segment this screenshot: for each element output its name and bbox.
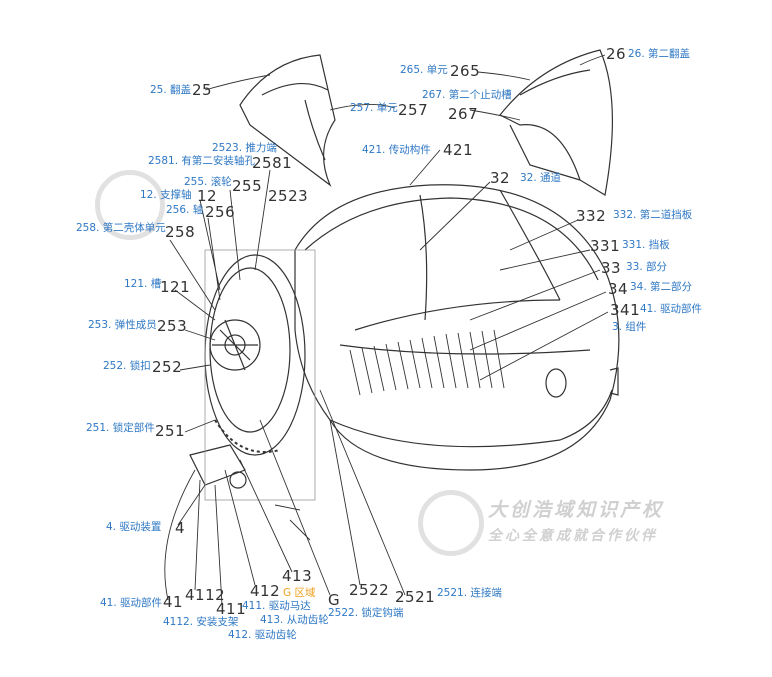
num-341: 341 — [610, 301, 641, 319]
num-258: 258 — [165, 223, 196, 241]
label-341: 41. 驱动部件 — [640, 303, 703, 315]
watermark-logo-bottom — [418, 490, 484, 556]
label-2521: 2521. 连接端 — [437, 587, 502, 599]
gear-teeth — [214, 419, 281, 453]
watermark-logo-top — [95, 170, 165, 240]
label-255: 255. 滚轮 — [184, 176, 232, 188]
num-41: 41 — [163, 593, 184, 611]
num-257: 257 — [398, 101, 429, 119]
num-4: 4 — [175, 519, 186, 537]
label-256: 256. 轴 — [166, 204, 204, 216]
num-2522: 2522 — [349, 581, 390, 599]
label-265: 265. 单元 — [400, 64, 448, 76]
label-41: 41. 驱动部件 — [100, 597, 163, 609]
flap-26 — [499, 49, 613, 196]
num-412: 412 — [250, 582, 281, 600]
label-2522-text: 2522. 锁定钩端 — [328, 607, 404, 619]
num-121: 121 — [160, 278, 191, 296]
num-12: 12 — [197, 187, 218, 205]
num-421: 421 — [443, 141, 474, 159]
num-2581: 2581 — [252, 154, 293, 172]
label-2581: 2581. 有第二安装轴孔 — [148, 155, 255, 167]
num-265: 265 — [450, 62, 481, 80]
label-413: 413. 从动齿轮 — [260, 614, 329, 626]
vent-louvers — [349, 329, 505, 396]
num-33: 33 — [601, 259, 622, 277]
label-3: 3. 组件 — [612, 321, 647, 333]
label-34: 34. 第二部分 — [630, 281, 693, 293]
label-33: 33. 部分 — [626, 261, 668, 273]
num-267: 267 — [448, 105, 479, 123]
label-412: 412. 驱动齿轮 — [228, 629, 297, 641]
label-257: 257. 单元 — [350, 102, 398, 114]
label-32: 32. 通道 — [520, 172, 562, 184]
label-121: 121. 槽 — [124, 278, 162, 290]
label-12: 12. 支撑轴 — [140, 189, 192, 201]
num-4112: 4112 — [185, 586, 226, 604]
num-g: G — [328, 591, 341, 609]
helmet-shell — [294, 184, 620, 471]
label-g-region: G 区域 — [283, 587, 316, 599]
num-253: 253 — [157, 317, 188, 335]
flap-25 — [239, 54, 336, 187]
num-252: 252 — [152, 358, 183, 376]
num-331: 331 — [590, 237, 621, 255]
label-4112: 4112. 安装支架 — [163, 616, 239, 628]
label-26: 26. 第二翻盖 — [628, 48, 691, 60]
label-251: 251. 锁定部件 — [86, 422, 155, 434]
num-255: 255 — [232, 177, 263, 195]
num-2523: 2523 — [268, 187, 309, 205]
num-413: 413 — [282, 567, 313, 585]
label-4: 4. 驱动装置 — [106, 521, 162, 533]
watermark-line2: 全心全意成就合作伙伴 — [488, 528, 658, 544]
drive-device — [189, 444, 246, 486]
label-258: 258. 第二壳体单元 — [76, 222, 166, 234]
label-421: 421. 传动构件 — [362, 144, 431, 156]
label-267: 267. 第二个止动槽 — [422, 89, 512, 101]
label-2523: 2523. 推力端 — [212, 142, 277, 154]
label-332: 332. 第二道挡板 — [613, 209, 693, 221]
num-26: 26 — [606, 45, 627, 63]
label-252: 252. 锁扣 — [103, 360, 151, 372]
num-34: 34 — [608, 280, 629, 298]
num-2521: 2521 — [395, 588, 436, 606]
label-331: 331. 挡板 — [622, 239, 670, 251]
watermark-line1: 大创浩域知识产权 — [488, 499, 665, 521]
num-411: 411 — [216, 600, 247, 618]
num-32: 32 — [490, 169, 511, 187]
num-251: 251 — [155, 422, 186, 440]
label-253: 253. 弹性成员 — [88, 319, 157, 331]
num-256: 256 — [205, 203, 236, 221]
num-332: 332 — [576, 207, 607, 225]
num-25: 25 — [192, 81, 213, 99]
label-411: 411. 驱动马达 — [242, 600, 311, 612]
g-region-box — [204, 249, 316, 501]
label-25: 25. 翻盖 — [150, 84, 192, 96]
